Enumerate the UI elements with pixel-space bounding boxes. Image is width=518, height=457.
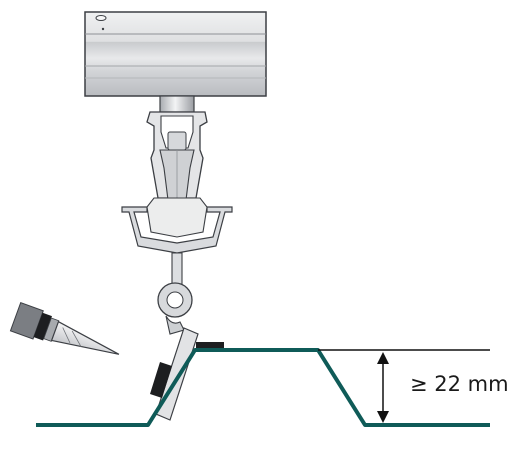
height-dimension xyxy=(318,349,490,423)
clamp-bolt-icon xyxy=(121,95,233,254)
mounting-rail-icon xyxy=(84,11,267,97)
roof-profile xyxy=(36,348,490,427)
self-drilling-screw-icon xyxy=(9,301,120,355)
hook-bracket-icon xyxy=(150,252,224,421)
dimension-label: ≥ 22 mm xyxy=(410,372,509,396)
